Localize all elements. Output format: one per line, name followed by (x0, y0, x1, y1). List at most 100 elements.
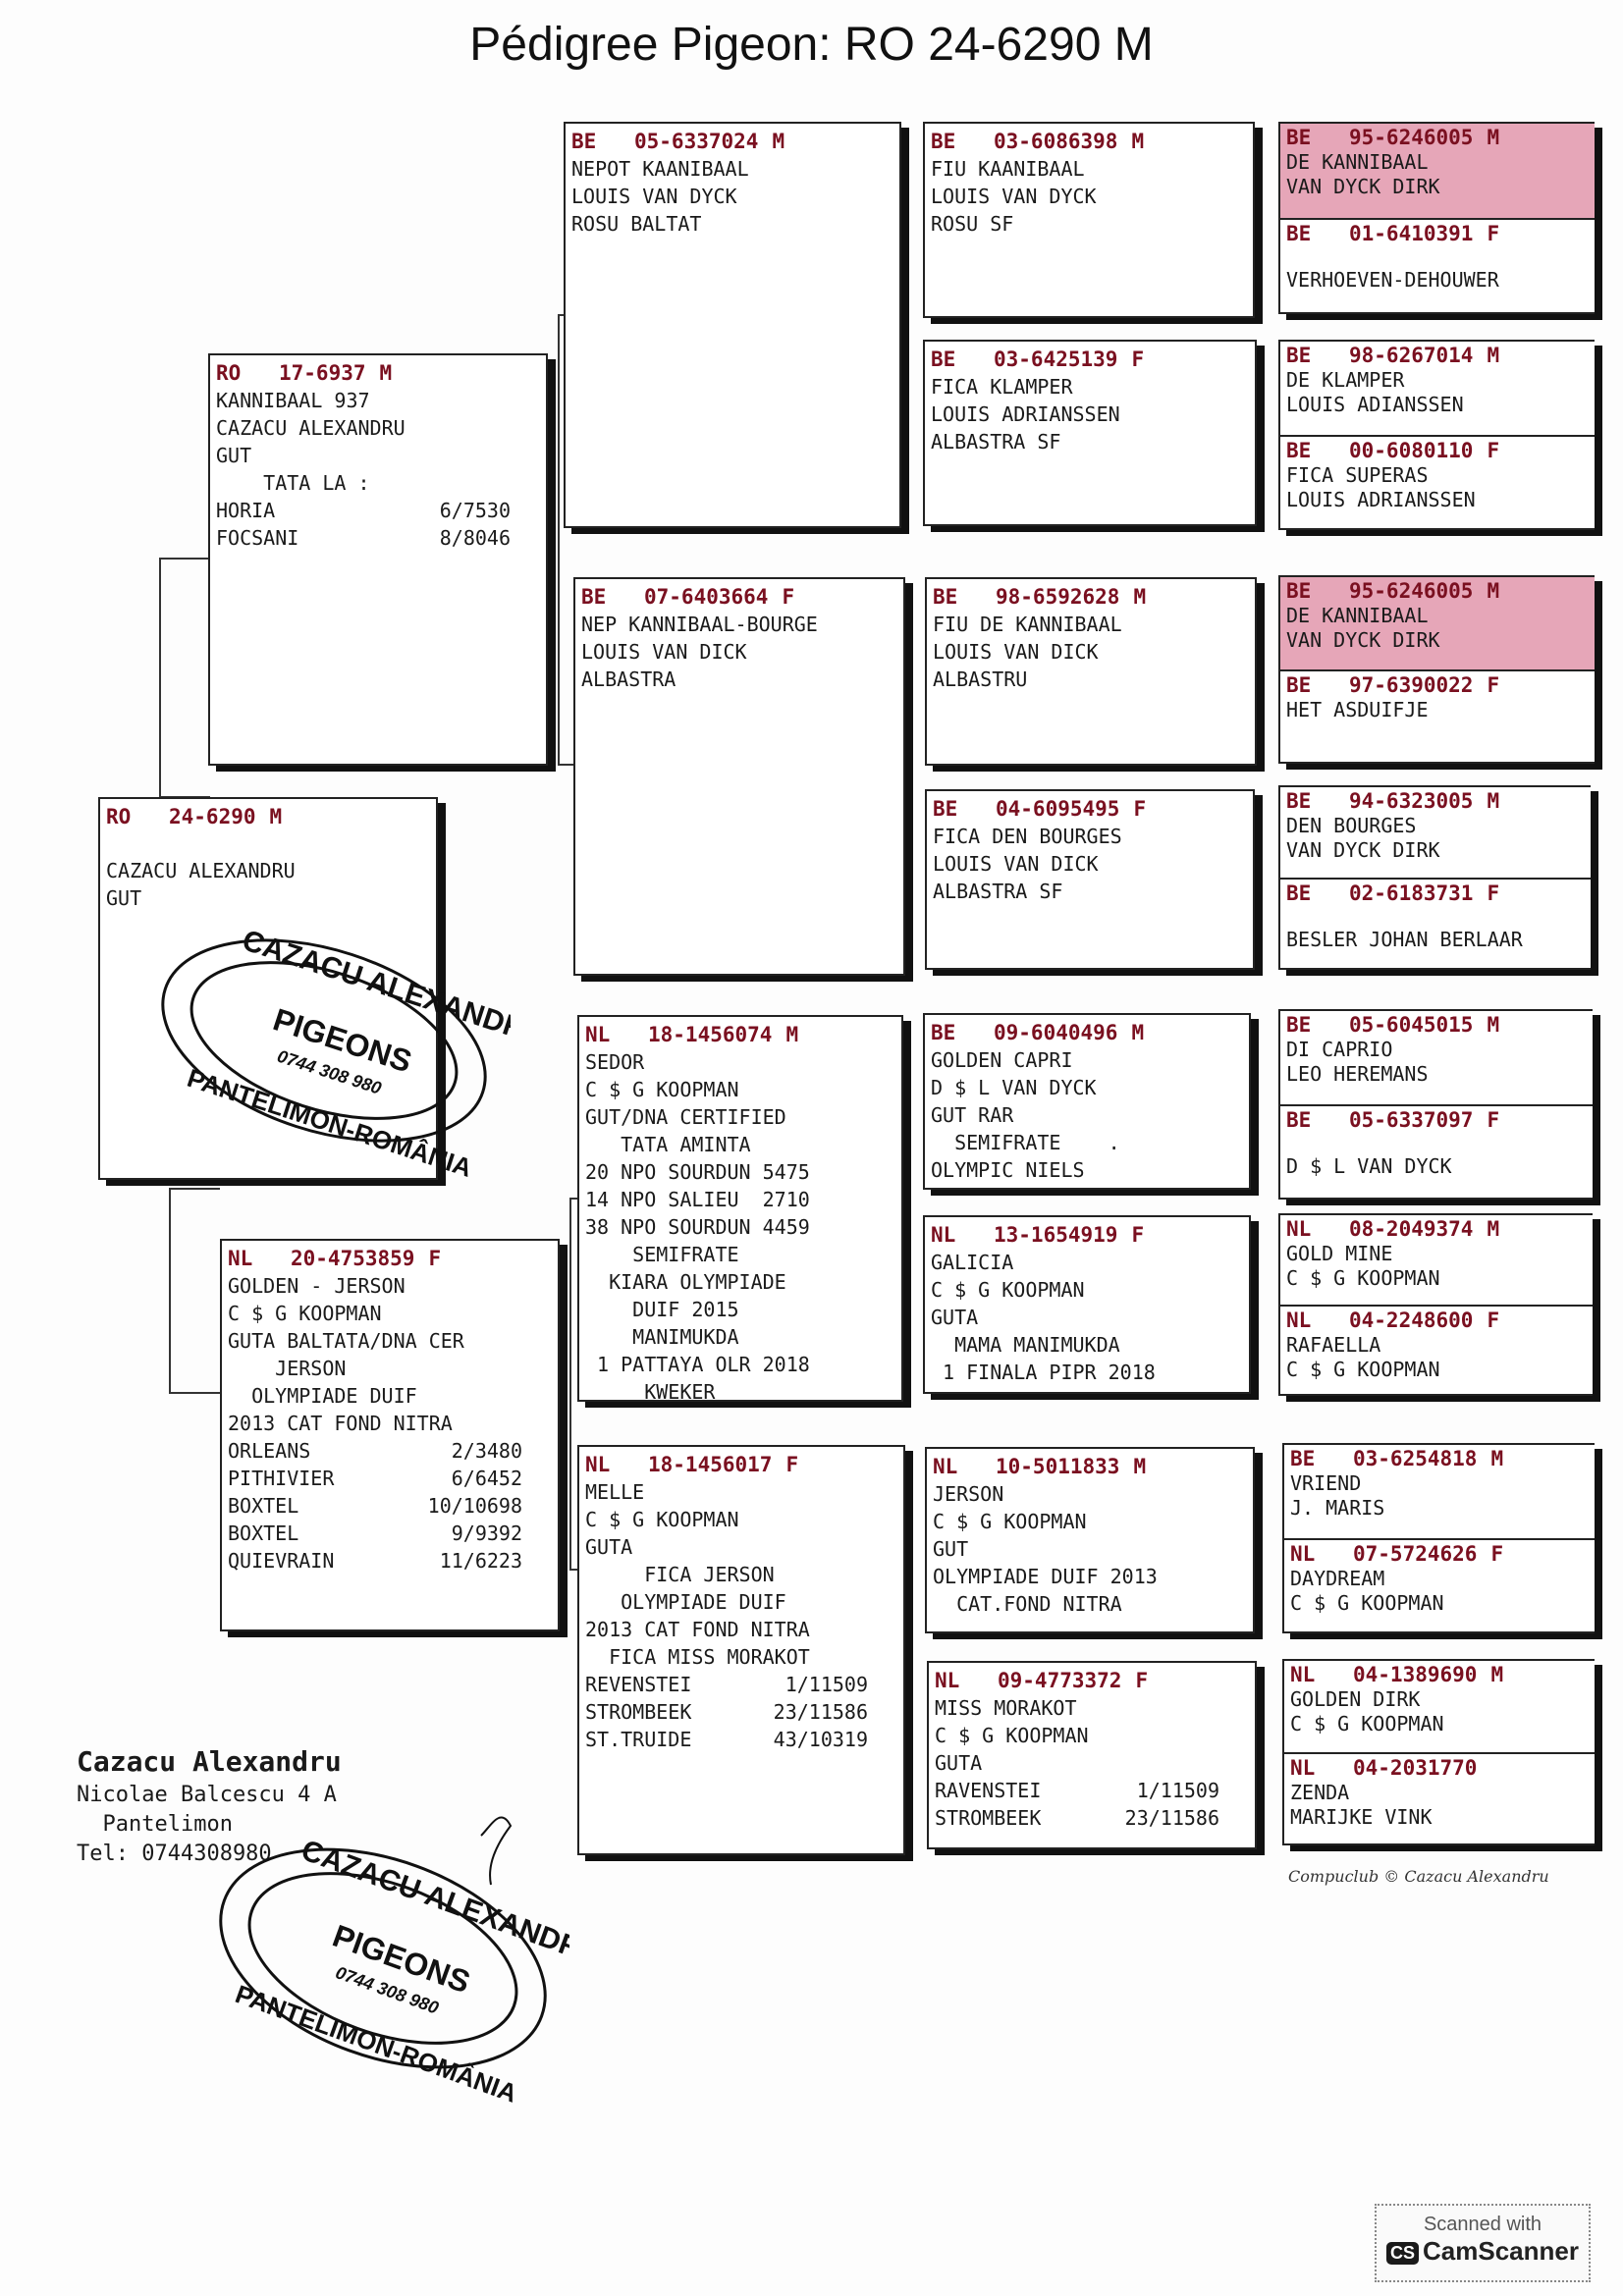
country-code: BE (571, 130, 597, 153)
race-location: STROMBEEK (585, 1700, 692, 1724)
pigeon-info-line: RAFAELLA (1286, 1333, 1381, 1357)
sex-marker: M (379, 361, 393, 385)
pigeon-info-line: C $ G KOOPMAN (1290, 1712, 1444, 1735)
pigeon-info-line: MISS MORAKOT (935, 1696, 1077, 1720)
owner-address1: Nicolae Balcescu 4 A (77, 1783, 337, 1807)
sex-marker: M (1133, 1455, 1147, 1478)
sex-marker: M (772, 130, 785, 153)
pigeon-info-line: C $ G KOOPMAN (931, 1278, 1085, 1302)
sex-marker: F (1487, 881, 1500, 905)
pigeon-info-line: VAN DYCK DIRK (1286, 838, 1440, 862)
pigeon-info-line: LOUIS ADRIANSSEN (1286, 488, 1476, 511)
race-placing: 23/11586 (773, 1700, 868, 1724)
race-placing: 1/11509 (784, 1673, 868, 1696)
ring-number: 03-6254818 (1353, 1447, 1478, 1470)
pigeon-info-line: TATA AMINTA (585, 1133, 751, 1156)
pigeon-info-line: C $ G KOOPMAN (935, 1724, 1089, 1747)
pigeon-info-line: OLYMPIC NIELS (931, 1158, 1085, 1182)
pigeon-info-line: C $ G KOOPMAN (1286, 1358, 1440, 1381)
pigeon-info-line: 1 FINALA PIPR 2018 (931, 1361, 1156, 1384)
sex-marker: F (1131, 1223, 1145, 1247)
pigeon-info-line: GOLD MINE (1286, 1242, 1393, 1265)
pigeon-info-line: ALBASTRA SF (933, 880, 1063, 903)
pigeon-info-line: SEDOR (585, 1050, 645, 1074)
pigeon-info-line (1286, 906, 1585, 928)
pigeon-info-line: FICA KLAMPER (931, 375, 1073, 399)
country-code: BE (1286, 579, 1312, 603)
sex-marker: F (1131, 347, 1145, 371)
country-code: BE (1286, 1108, 1312, 1132)
ring-number: 08-2049374 (1349, 1217, 1474, 1241)
ring-number: 03-6086398 (994, 130, 1118, 153)
pigeon-info-line: 2013 CAT FOND NITRA (228, 1412, 453, 1435)
country-code: NL (1286, 1308, 1312, 1332)
country-code: BE (1286, 673, 1312, 697)
pigeon-info-line: OLYMPIADE DUIF 2013 (933, 1565, 1158, 1588)
pigeon-info-line: FICA MISS MORAKOT (585, 1645, 810, 1669)
pigeon-info-line: 2013 CAT FOND NITRA (585, 1618, 810, 1641)
pigeon-info-line: FICA SUPERAS (1286, 463, 1429, 487)
country-code: NL (1290, 1542, 1316, 1566)
pigeon-info-line: ALBASTRU (933, 667, 1028, 691)
ring-number: 98-6592628 (996, 585, 1120, 609)
pigeon-info-line: CAZACU ALEXANDRU (106, 859, 296, 882)
race-placing: 8/8046 (439, 526, 511, 550)
pigeon-info-line: GOLDEN CAPRI (931, 1048, 1073, 1072)
sex-marker: F (1487, 439, 1500, 462)
pigeon-info-line: OLYMPIADE DUIF (585, 1590, 786, 1614)
pigeon-info-line: FICA JERSON (585, 1563, 775, 1586)
pigeon-info-line: GUTA (931, 1306, 979, 1329)
country-code: BE (1286, 789, 1312, 813)
pigeon-info-line (106, 830, 430, 857)
pigeon-info-line: GUT (106, 886, 142, 910)
ring-number: 09-6040496 (994, 1021, 1118, 1044)
pigeon-info-line: FIU DE KANNIBAAL (933, 613, 1122, 636)
country-code: NL (1290, 1663, 1316, 1686)
ring-number: 01-6410391 (1349, 222, 1474, 245)
sex-marker: M (269, 805, 283, 828)
country-code: BE (1286, 344, 1312, 367)
sex-marker: M (1487, 1217, 1500, 1241)
pigeon-info-line: DI CAPRIO (1286, 1038, 1393, 1061)
pigeon-info-line: GOLDEN - JERSON (228, 1274, 406, 1298)
ring-number: 07-6403664 (644, 585, 769, 609)
pigeon-info-line: SEMIFRATE . (931, 1131, 1120, 1154)
sex-marker: M (1487, 344, 1500, 367)
country-code: NL (1286, 1217, 1312, 1241)
country-code: NL (585, 1453, 611, 1476)
pigeon-info-line: DE KANNIBAAL (1286, 150, 1429, 174)
pigeon-info-line: KWEKER (585, 1380, 716, 1402)
connector-subject-sire (159, 558, 210, 798)
ring-number: 04-1389690 (1353, 1663, 1478, 1686)
pigeon-info-line: BESLER JOHAN BERLAAR (1286, 928, 1523, 951)
race-placing: 43/10319 (773, 1728, 868, 1751)
ring-number: 00-6080110 (1349, 439, 1474, 462)
sex-marker: F (1135, 1669, 1149, 1692)
pigeon-info-line: DAYDREAM (1290, 1567, 1385, 1590)
pigeon-info-line: SEMIFRATE (585, 1243, 739, 1266)
